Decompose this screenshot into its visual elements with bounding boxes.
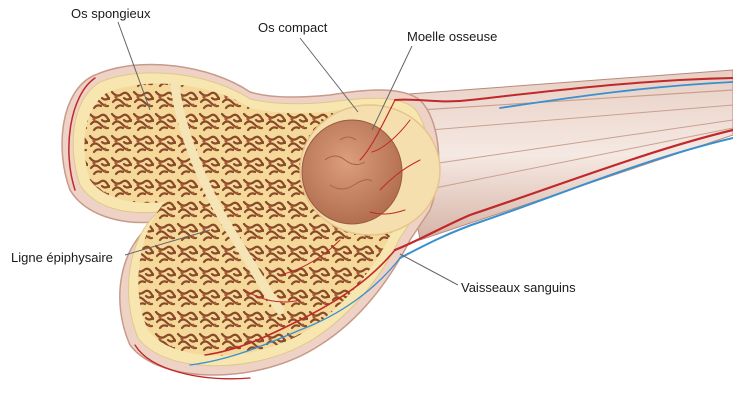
marrow-cavity bbox=[300, 105, 440, 235]
label-compact-bone: Os compact bbox=[258, 20, 327, 35]
label-bone-marrow: Moelle osseuse bbox=[407, 29, 497, 44]
label-spongy-bone: Os spongieux bbox=[71, 6, 151, 21]
label-blood-vessels: Vaisseaux sanguins bbox=[461, 280, 576, 295]
label-epiphyseal-line: Ligne épiphysaire bbox=[11, 250, 113, 265]
bone-shaft bbox=[395, 70, 733, 240]
